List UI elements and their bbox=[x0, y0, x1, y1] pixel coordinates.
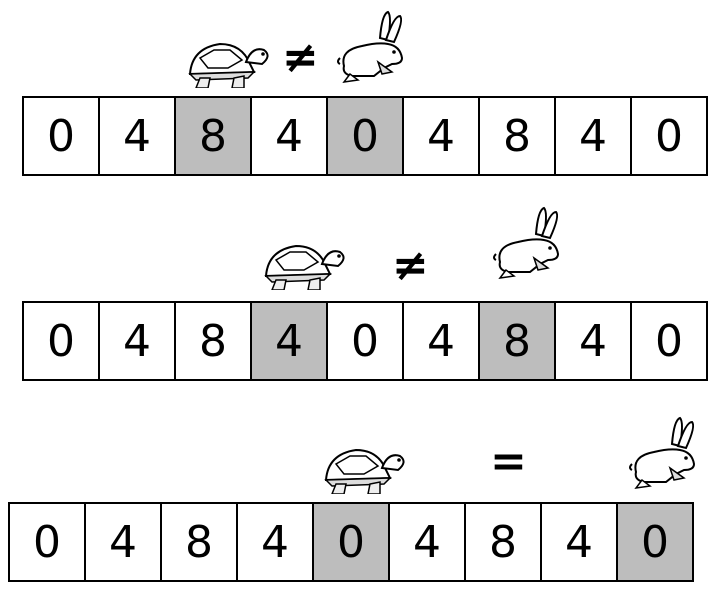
strip-cell: 4 bbox=[250, 301, 328, 381]
strip-cell: 8 bbox=[478, 96, 556, 176]
strip-cell: 0 bbox=[326, 301, 404, 381]
strip-cell: 8 bbox=[464, 502, 542, 582]
hare-icon bbox=[490, 206, 566, 286]
strip-cell: 0 bbox=[22, 96, 100, 176]
strip-cell: 4 bbox=[236, 502, 314, 582]
strip-cell: 8 bbox=[174, 301, 252, 381]
strip-cell: 8 bbox=[478, 301, 556, 381]
strip-cell: 8 bbox=[160, 502, 238, 582]
hare-icon bbox=[334, 10, 410, 90]
tortoise-icon bbox=[258, 236, 348, 294]
strip-cell: 0 bbox=[312, 502, 390, 582]
tortoise-icon bbox=[182, 34, 272, 92]
tortoise-icon bbox=[318, 440, 408, 498]
strip-cell: 0 bbox=[616, 502, 694, 582]
strip-cell: 0 bbox=[22, 301, 100, 381]
strip-cell: 4 bbox=[402, 96, 480, 176]
strip-cell: 4 bbox=[540, 502, 618, 582]
strip-cell: 4 bbox=[402, 301, 480, 381]
strip-cell: 4 bbox=[98, 301, 176, 381]
strip-cell: 0 bbox=[326, 96, 404, 176]
relation-symbol: ≠ bbox=[282, 32, 319, 83]
strip-cell: 4 bbox=[250, 96, 328, 176]
hare-icon bbox=[626, 416, 702, 496]
strip-cell: 8 bbox=[174, 96, 252, 176]
strip-cell: 4 bbox=[388, 502, 466, 582]
strip-cell: 4 bbox=[84, 502, 162, 582]
relation-symbol: = bbox=[490, 436, 527, 487]
strip-cell: 4 bbox=[98, 96, 176, 176]
strip-cell: 0 bbox=[8, 502, 86, 582]
strip-cell: 0 bbox=[630, 301, 708, 381]
strip-cell: 4 bbox=[554, 301, 632, 381]
relation-symbol: ≠ bbox=[392, 240, 429, 291]
strip-cell: 0 bbox=[630, 96, 708, 176]
strip-cell: 4 bbox=[554, 96, 632, 176]
